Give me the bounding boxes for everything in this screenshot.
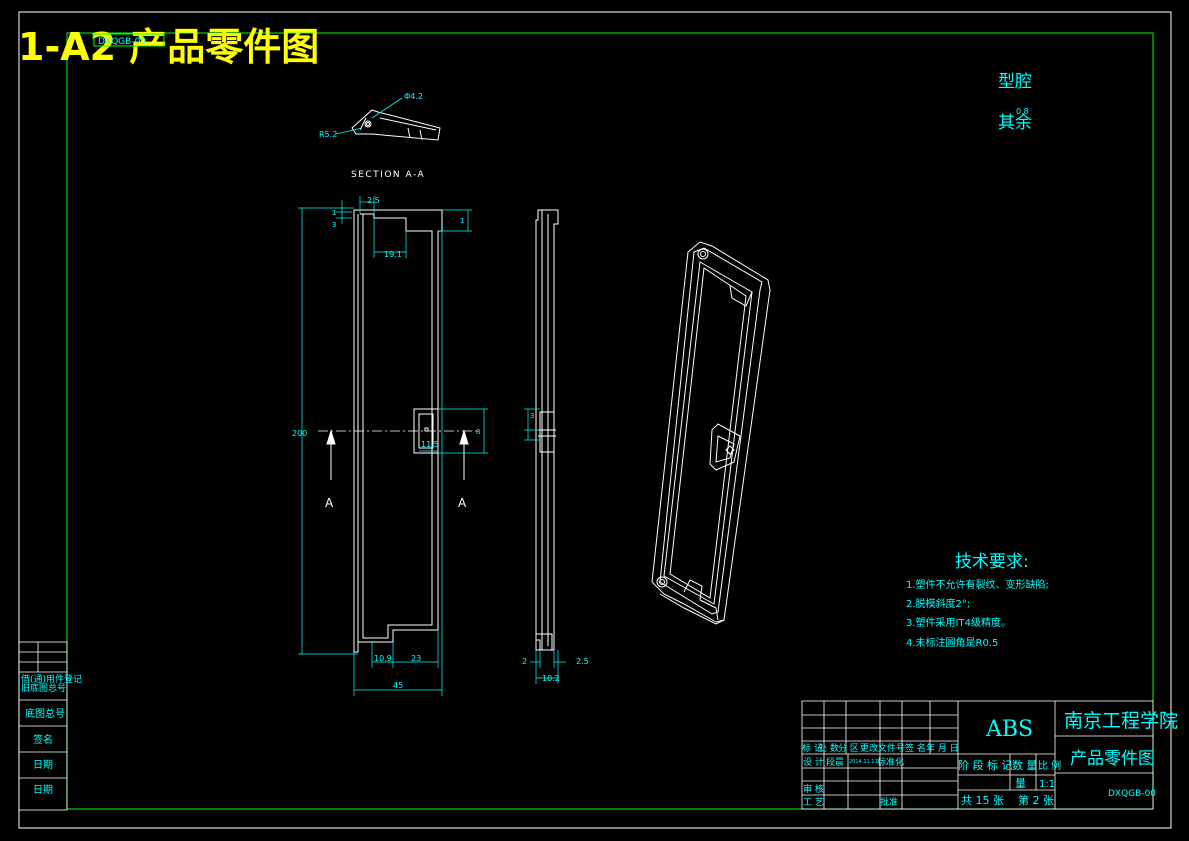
sheet-outer-border [18,11,1172,829]
tech-item-2: 2.脱模斜度2°; [906,597,970,610]
tb-sheet-no: 第 2 张 [1018,793,1054,807]
tb-school: 南京工程学院 [1064,710,1178,732]
cut-arrows [326,429,469,480]
tb-stage-header: 阶 段 标 记 [958,758,1013,772]
front-dimension-lines [298,196,488,696]
dim-section-r: R5.2 [319,130,337,139]
tb-review-label: 审 核 [803,783,824,795]
left-register-table [18,641,68,811]
code-box-small [93,33,165,47]
tb-header-change: 更改文件号 [860,742,905,754]
left-row-date1: 日期 [33,759,53,771]
tb-quantity: 量 [1015,777,1026,790]
dim-23: 23 [411,654,421,663]
title-block [801,700,1154,810]
dim-2-5-top: 2.5 [367,196,380,205]
tb-part-name: 产品零件图 [1070,749,1155,769]
left-row-base: 底图总号 [25,707,65,720]
tech-heading: 技术要求: [955,552,1029,572]
tech-item-4: 4.未标注圆角是R0.5 [906,636,998,649]
tb-scale: 1:1 [1039,779,1055,790]
tb-code: DXQGB-00 [1108,789,1156,799]
tech-item-3: 3.塑件采用IT4级精度。 [906,616,1011,629]
section-label: SECTION A-A [351,170,425,180]
cut-letter-right: A [458,496,467,510]
tech-item-1: 1.塑件不允许有裂纹、变形缺陷; [906,578,1049,591]
tb-header-zone: 分 区 [838,743,859,754]
dim-45: 45 [393,681,403,690]
dim-3: 3 [332,221,336,229]
dim-1-right: 1 [460,217,464,225]
tb-scale-header: 比 例 [1038,759,1061,772]
tb-qty-header: 数 量 [1012,759,1038,772]
dim-19-1: 19.1 [384,250,402,259]
sheet-inner-frame [66,32,1154,810]
code-small: DXQGB-00 [98,37,146,47]
left-row-sign: 签名 [33,733,53,746]
left-row-old: 旧底图总号 [21,682,66,694]
left-row-date2: 日期 [33,784,53,796]
tb-header-date: 年 月 日 [926,742,959,754]
tb-header-count: 处 数 [818,742,839,754]
left-row-reg: 借(通)用件登记 [21,673,82,685]
tb-standard-label: 标准化 [877,756,904,768]
tb-process-label: 工 艺 [803,797,824,808]
cut-letter-left: A [325,496,334,510]
dim-11-5: 11.5 [421,440,439,449]
dim-10-9: 10.9 [374,654,392,663]
isometric-view [651,241,771,625]
side-dim-2: 2 [522,657,527,666]
note-other: 其余 [998,113,1032,133]
tb-material: ABS [985,717,1033,742]
drawing-title: 1-A2 产品零件图 [18,25,319,69]
section-leaders [335,97,403,135]
tb-design-date: 2014.11.11 [849,759,878,765]
side-dim-2-5: 2.5 [576,657,589,666]
side-dim-10-2: 10.2 [542,674,560,683]
section-view [351,109,441,141]
tb-header-mark: 标 记 [802,742,823,754]
tb-header-sign: 签 名 [905,742,926,754]
roughness-value: 0.8 [1016,107,1029,116]
tb-approve-label: 批准 [880,796,898,808]
dim-section-phi: Φ4.2 [404,92,423,101]
dim-8: 8 [476,428,480,436]
tb-design-name: 段晨 [826,756,844,768]
side-dim-3: 3 [530,412,534,420]
dim-200: 200 [292,429,307,438]
tb-total-sheets: 共 15 张 [961,794,1004,807]
dim-1: 1 [332,209,336,217]
tb-design-label: 设 计 [803,756,824,768]
side-dimension-lines [524,408,566,684]
note-cavity: 型腔 [998,72,1032,92]
